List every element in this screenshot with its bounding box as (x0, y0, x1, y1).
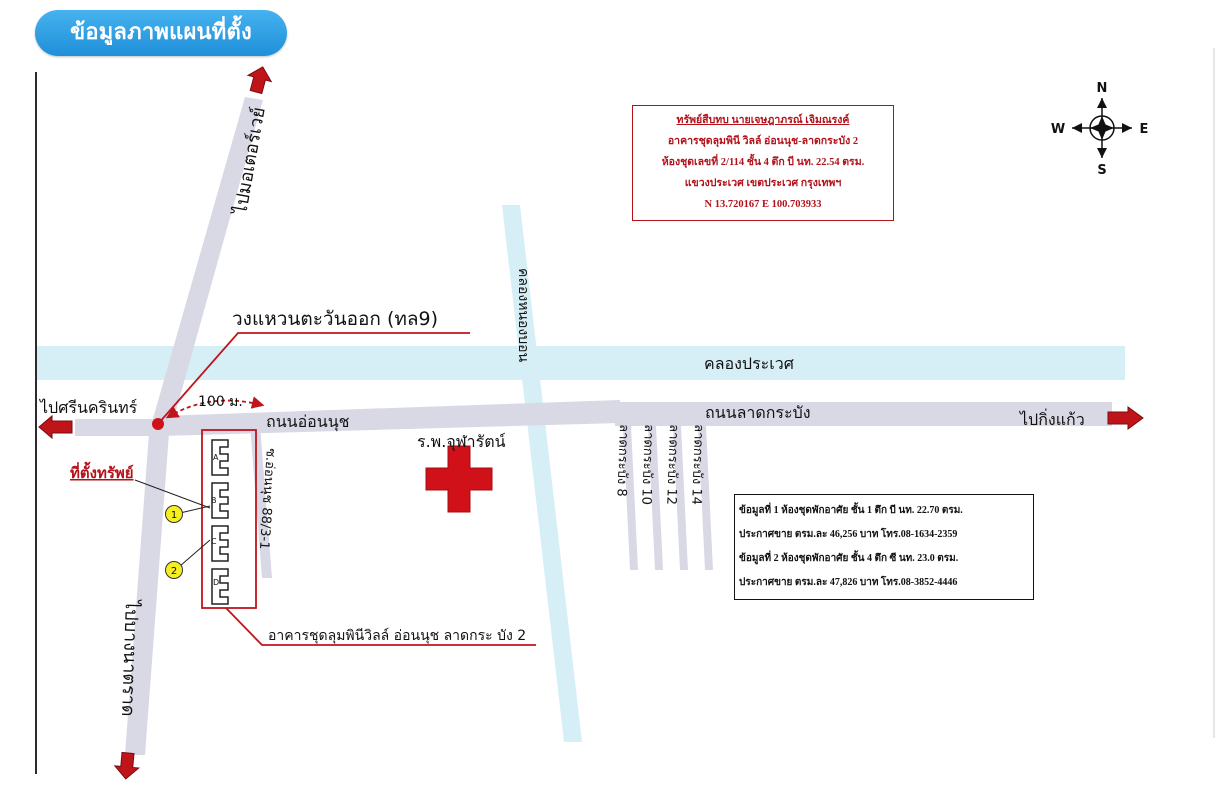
building-d-label: D (213, 578, 219, 587)
comparable-2-detail: ข้อมูลที่ 2 ห้องชุดพักอาศัย ชั้น 4 ตึก ซ… (739, 553, 959, 564)
property-coordinates: N 13.720167 E 100.703933 (704, 199, 822, 210)
compass-east: E (1140, 122, 1149, 137)
compass-north: N (1097, 81, 1108, 96)
arrow-north-motorway (246, 66, 273, 95)
ring-road-leader (157, 332, 470, 425)
road-ring-north (152, 97, 263, 425)
distance-label: 100 ม. (198, 394, 243, 410)
lat-krabang-road-label: ถนนลาดกระบัง (705, 403, 811, 422)
lk12-label: ลาดกระบัง 12 (663, 424, 681, 505)
lk8-label: ลาดกระบัง 8 (613, 424, 631, 497)
soi-label: ซ.อ่อนนุช 88/3-1 (256, 448, 278, 550)
road-on-nut (160, 400, 620, 436)
building-a-label: A (213, 453, 219, 462)
property-location-label: ที่ตั้งทรัพย์ (70, 461, 134, 482)
ring-road-label: วงแหวนตะวันออก (ทล9) (232, 308, 438, 330)
property-owner: ทรัพย์สืบทบ นายเจษฎาภรณ์ เจิมณรงค์ (676, 115, 850, 126)
to-bangna-label: ไปบางนาตราด (117, 598, 143, 717)
canal-nong-bon-label: คลองหนองบอน (515, 268, 531, 363)
comparable-1-detail: ข้อมูลที่ 1 ห้องชุดพักอาศัย ชั้น 1 ตึก บ… (739, 505, 963, 516)
road-lk8 (623, 426, 638, 570)
canal-prawet (37, 346, 1125, 380)
lk14-label: ลาดกระบัง 14 (688, 424, 706, 505)
marker-2: 2 (165, 539, 211, 579)
property-info-box: ทรัพย์สืบทบ นายเจษฎาภรณ์ เจิมณรงค์ อาคาร… (632, 105, 894, 221)
compass-west: W (1051, 122, 1065, 137)
to-srinakarin-label: ไปศรีนครินทร์ (38, 398, 138, 417)
canal-nong-bon (502, 205, 582, 742)
arrow-east-kingkaew (1107, 406, 1144, 430)
condo-name-leader (225, 607, 536, 646)
arrow-west-srinakarin (38, 414, 73, 440)
compass-rose-icon (1072, 98, 1132, 158)
building-b-label: B (211, 496, 217, 505)
road-lat-krabang (615, 402, 1112, 426)
hospital-label: ร.พ.จุฬารัตน์ (417, 432, 506, 452)
road-west-stub (75, 419, 165, 436)
road-lk10 (648, 426, 663, 570)
comparable-1-price: ประกาศขาย ตรม.ละ 46,256 บาท โทร.08-1634-… (739, 529, 958, 540)
marker-2-label: 2 (171, 566, 177, 577)
canal-prawet-label: คลองประเวศ (704, 354, 794, 373)
to-king-kaew-label: ไปกิ่งแก้ว (1018, 408, 1085, 429)
road-lk14 (698, 426, 713, 570)
comparables-info-box: ข้อมูลที่ 1 ห้องชุดพักอาศัย ชั้น 1 ตึก บ… (734, 494, 1034, 600)
road-ring-south (125, 420, 170, 755)
hospital-cross-icon (425, 445, 493, 513)
condo-site-outline (201, 429, 257, 609)
marker-1: 1 (165, 505, 211, 523)
condo-name-label: อาคารชุดลุมพินีวิลล์ อ่อนนุช ลาดกระ บัง … (268, 627, 526, 644)
arrow-south-bangna (113, 751, 140, 780)
road-lk12 (673, 426, 688, 570)
building-c-label: C (211, 537, 217, 546)
comparable-2-price: ประกาศขาย ตรม.ละ 47,826 บาท โทร.08-3852-… (739, 577, 958, 588)
on-nut-road-label: ถนนอ่อนนุช (266, 412, 350, 432)
marker-1-label: 1 (171, 510, 177, 521)
lk10-label: ลาดกระบัง 10 (638, 424, 656, 505)
property-building: อาคารชุดลุมพินี วิลล์ อ่อนนุช-ลาดกระบัง … (667, 136, 859, 147)
property-location-leader (134, 479, 211, 509)
distance-arrow (165, 396, 265, 419)
page-title: ข้อมูลภาพแผนที่ตั้ง (35, 10, 287, 56)
left-divider (35, 72, 37, 774)
right-divider (1213, 48, 1215, 738)
property-district: แขวงประเวศ เขตประเวศ กรุงเทพฯ (684, 178, 842, 189)
property-unit: ห้องชุดเลขที่ 2/114 ชั้น 4 ตึก บี นท. 22… (661, 157, 865, 168)
compass-south: S (1097, 163, 1106, 178)
condo-buildings (211, 439, 229, 605)
